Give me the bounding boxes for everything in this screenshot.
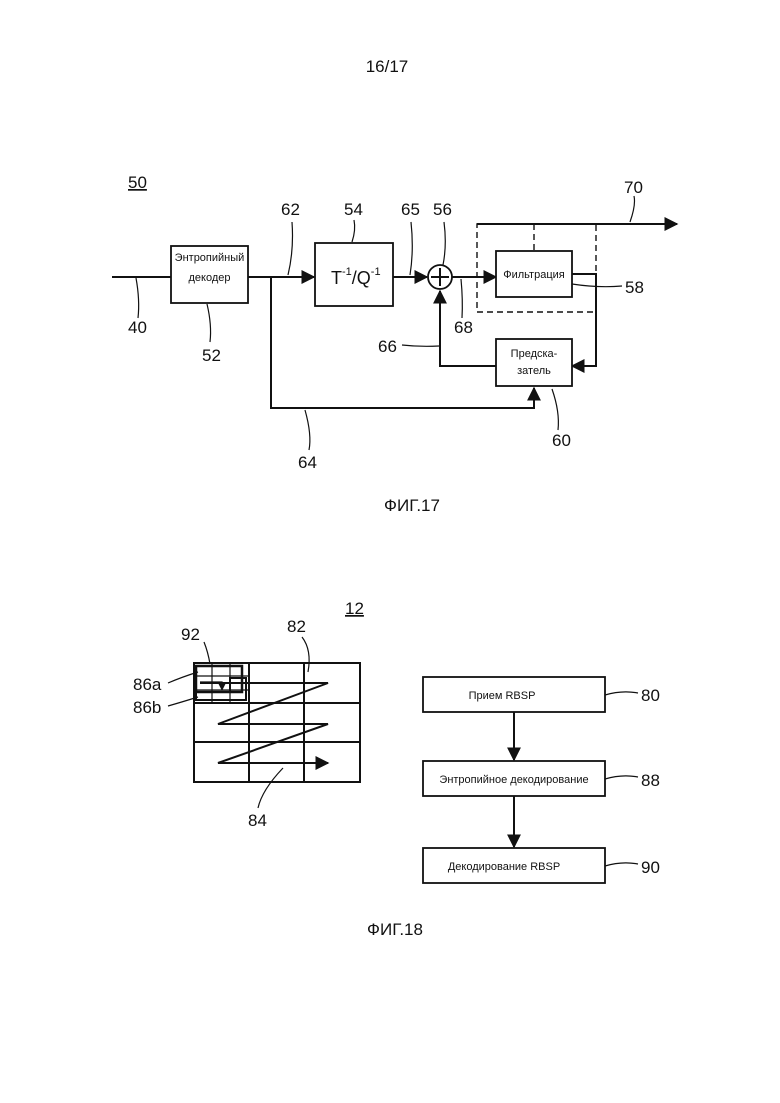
leader-62 <box>288 222 293 275</box>
leader-80 <box>605 692 638 695</box>
ref-86b: 86b <box>133 698 161 717</box>
ref-92: 92 <box>181 625 200 644</box>
ref-50: 50 <box>128 173 147 192</box>
fig18-caption: ФИГ.18 <box>367 920 423 939</box>
step-decode-rbsp-label: Декодирование RBSP <box>448 861 560 873</box>
leader-68 <box>461 279 462 318</box>
ref-62: 62 <box>281 200 300 219</box>
entropy-decoder-label-1: Энтропийный <box>175 252 245 264</box>
ref-84: 84 <box>248 811 267 830</box>
ref-66: 66 <box>378 337 397 356</box>
leader-65 <box>410 222 412 275</box>
leader-40 <box>136 278 139 318</box>
ref-80: 80 <box>641 686 660 705</box>
predictor-block <box>496 339 572 386</box>
leader-54 <box>352 220 355 242</box>
arrow-filter-to-predictor <box>572 274 596 366</box>
ref-82: 82 <box>287 617 306 636</box>
leader-88 <box>605 776 638 779</box>
scan-order-zigzag <box>200 683 328 763</box>
leader-64 <box>305 410 310 450</box>
slice-86b-outline <box>196 678 246 700</box>
ref-40: 40 <box>128 318 147 337</box>
entropy-decoder-label-2: декодер <box>188 272 230 284</box>
leader-60 <box>552 389 558 430</box>
ref-86a: 86a <box>133 675 162 694</box>
leader-66 <box>402 345 439 346</box>
ref-12: 12 <box>345 599 364 618</box>
ref-58: 58 <box>625 278 644 297</box>
page-number: 16/17 <box>366 57 409 76</box>
ref-56: 56 <box>433 200 452 219</box>
ref-54: 54 <box>344 200 363 219</box>
leader-70 <box>630 196 635 222</box>
ref-90: 90 <box>641 858 660 877</box>
ref-68: 68 <box>454 318 473 337</box>
arrow-side-info-to-predictor <box>271 277 534 408</box>
picture-frame <box>194 663 360 782</box>
leader-84 <box>258 768 283 808</box>
fig18-diagram: 12 92 82 86a 86b 84 Прием RBSP <box>133 599 660 939</box>
fig17-caption: ФИГ.17 <box>384 496 440 515</box>
step-receive-rbsp-label: Прием RBSP <box>469 690 536 702</box>
fig17-diagram: 50 40 Энтропийный декодер 52 62 T-1/Q-1 … <box>112 173 677 515</box>
leader-56 <box>443 222 445 265</box>
ref-60: 60 <box>552 431 571 450</box>
leader-92 <box>204 642 210 664</box>
ref-52: 52 <box>202 346 221 365</box>
ref-88: 88 <box>641 771 660 790</box>
leader-52 <box>207 304 211 342</box>
ref-64: 64 <box>298 453 317 472</box>
ref-65: 65 <box>401 200 420 219</box>
step-entropy-decoding-label: Энтропийное декодирование <box>439 774 588 786</box>
leader-90 <box>605 863 638 866</box>
predictor-label-2: затель <box>517 365 551 377</box>
filter-label: Фильтрация <box>503 269 565 281</box>
predictor-label-1: Предска- <box>511 348 558 360</box>
ref-70: 70 <box>624 178 643 197</box>
